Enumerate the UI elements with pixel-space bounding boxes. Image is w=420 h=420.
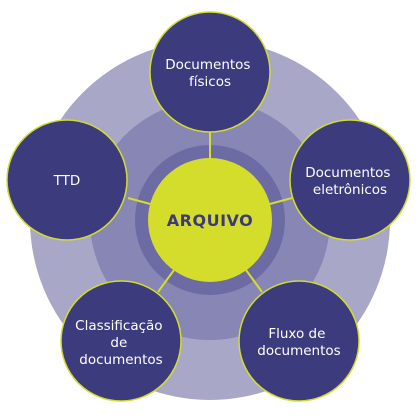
center-node: ARQUIVO [148, 158, 272, 282]
connectors [127, 132, 293, 293]
node-label-line: documentos [257, 343, 340, 359]
node-fluxo-de-documentos: Fluxo de documentos [238, 280, 360, 402]
node-documentos-eletronicos: Documentos eletrônicos [289, 119, 411, 241]
node-ttd: TTD [6, 119, 128, 241]
connector-classificacao-de-documentos [157, 269, 175, 293]
node-circle [289, 119, 411, 241]
node-classificacao-de-documentos: Classificação de documentos [60, 280, 182, 402]
node-documentos-fisicos: Documentos físicos [149, 11, 271, 133]
node-label-line: de [110, 335, 127, 351]
center-label: ARQUIVO [167, 211, 253, 230]
node-circle [149, 11, 271, 133]
node-label-line: Classificação [75, 318, 162, 334]
node-circle [6, 119, 128, 241]
node-label-fluxo-de-documentos: Fluxo de documentos [257, 326, 340, 359]
node-label-line: físicos [189, 74, 231, 90]
connector-ttd [127, 197, 155, 206]
connector-fluxo-de-documentos [245, 269, 263, 293]
node-label-line: TTD [53, 173, 81, 189]
node-circle [60, 280, 182, 402]
node-label-line: Documentos [305, 165, 390, 181]
connector-documentos-eletronicos [265, 197, 293, 206]
node-label-line: Fluxo de [268, 326, 325, 342]
node-label-documentos-eletronicos: Documentos eletrônicos [305, 165, 395, 198]
node-circle [238, 280, 360, 402]
node-label-ttd: TTD [53, 173, 81, 189]
node-label-documentos-fisicos: Documentos físicos [165, 57, 255, 90]
node-label-line: Documentos [165, 57, 250, 73]
center-circle [148, 158, 272, 282]
node-label-line: eletrônicos [313, 182, 387, 198]
node-label-classificacao-de-documentos: Classificação de documentos [75, 318, 167, 368]
node-label-line: documentos [79, 352, 162, 368]
